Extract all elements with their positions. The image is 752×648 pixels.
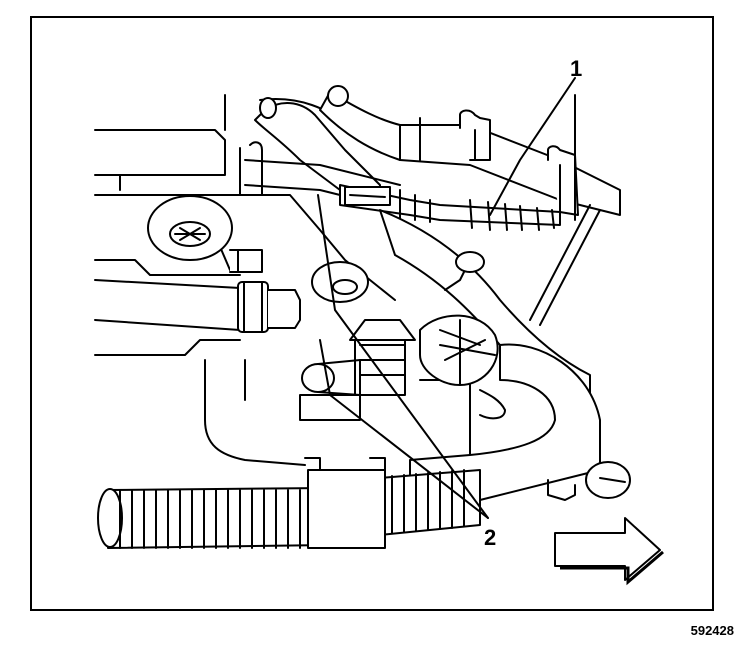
callout-label-2: 2 [484, 525, 496, 550]
service-valve-cap [419, 314, 499, 386]
figure-number: 592428 [690, 623, 734, 638]
arrow-right-icon [554, 517, 664, 586]
refrigerant-line-with-spring-lock [339, 184, 561, 231]
support-bracket [529, 94, 601, 326]
mounting-bolt [547, 461, 631, 501]
mount-boss-left [147, 195, 233, 261]
cross-hose [239, 97, 401, 201]
callout-label-1: 1 [570, 56, 582, 81]
hose-bracket-clip-2 [547, 145, 579, 216]
line-with-connector [94, 249, 301, 333]
mount-boss-center [311, 261, 369, 303]
wiring-loom [97, 457, 481, 549]
hose-bracket-clip-1 [459, 109, 491, 161]
callout-leaders [317, 77, 576, 519]
